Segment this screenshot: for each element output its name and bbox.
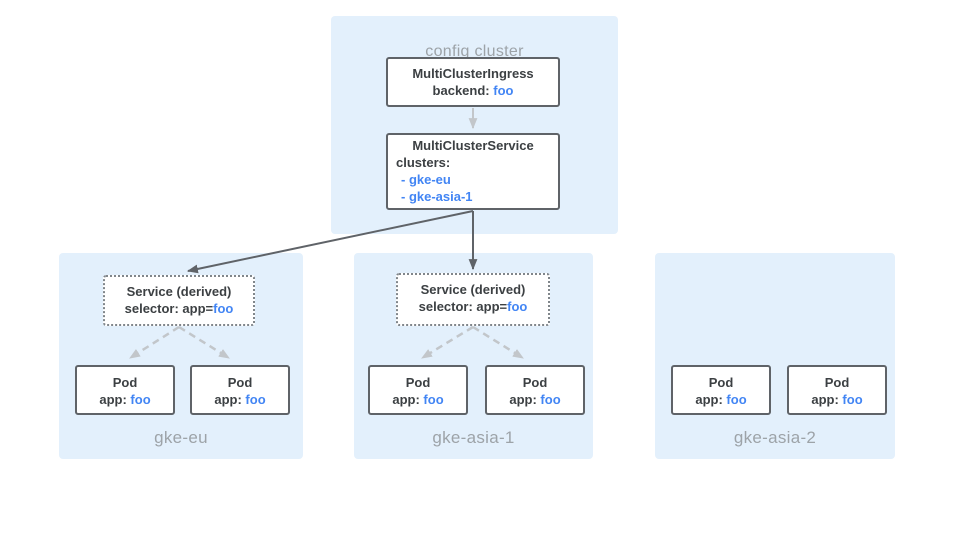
cluster-gke-asia-1-group: Service (derived) selector: app=foo Pod … [354, 253, 593, 459]
cluster-gke-eu-label: gke-eu [154, 428, 208, 447]
pod-app-line: app: foo [811, 392, 863, 407]
derived-service-title: Service (derived) [420, 282, 526, 297]
pod-app-line: app: foo [695, 392, 747, 407]
multiclusteringress-title: MultiClusterIngress [412, 66, 534, 81]
pod-app-line: app: foo [509, 392, 561, 407]
gke-asia-1-pod-2: Pod app: foo [485, 365, 585, 415]
pod-title: Pod [112, 375, 138, 390]
multiclusteringress-node: MultiClusterIngress backend: foo [386, 57, 560, 107]
pod-app-line: app: foo [99, 392, 151, 407]
cluster-gke-asia-2-group: Pod app: foo Pod app: foo gke-asia-2 [655, 253, 895, 459]
multiclusteringress-backend-line: backend: foo [432, 83, 514, 98]
cluster-gke-asia-2-label: gke-asia-2 [733, 428, 817, 447]
pod-title: Pod [405, 375, 431, 390]
gke-asia-1-derived-service-node: Service (derived) selector: app=foo [396, 273, 550, 326]
pod-app-line: app: foo [392, 392, 444, 407]
gke-asia-2-pod-1: Pod app: foo [671, 365, 771, 415]
cluster-gke-eu-group: Service (derived) selector: app=foo Pod … [59, 253, 303, 459]
multiclusterservice-cluster-item: - gke-asia-1 [401, 189, 473, 204]
derived-service-selector-line: selector: app=foo [124, 301, 234, 316]
pod-title: Pod [824, 375, 850, 390]
derived-service-selector-line: selector: app=foo [418, 299, 528, 314]
multiclusterservice-title: MultiClusterService [412, 138, 534, 153]
config-cluster-label: config cluster [425, 43, 524, 60]
gke-eu-derived-service-node: Service (derived) selector: app=foo [103, 275, 255, 326]
pod-title: Pod [522, 375, 548, 390]
derived-service-title: Service (derived) [126, 284, 232, 299]
gke-asia-1-pod-1: Pod app: foo [368, 365, 468, 415]
multiclusterservice-node: MultiClusterService clusters: - gke-eu -… [386, 133, 560, 210]
pod-app-line: app: foo [214, 392, 266, 407]
gke-eu-pod-1: Pod app: foo [75, 365, 175, 415]
pod-title: Pod [227, 375, 253, 390]
pod-title: Pod [708, 375, 734, 390]
multiclusterservice-cluster-item: - gke-eu [401, 172, 451, 187]
cluster-gke-asia-1-label: gke-asia-1 [432, 428, 515, 447]
multiclusterservice-clusters-label: clusters: [396, 155, 451, 170]
config-cluster-group: config cluster MultiClusterIngress backe… [331, 16, 618, 234]
gke-eu-pod-2: Pod app: foo [190, 365, 290, 415]
gke-asia-2-pod-2: Pod app: foo [787, 365, 887, 415]
